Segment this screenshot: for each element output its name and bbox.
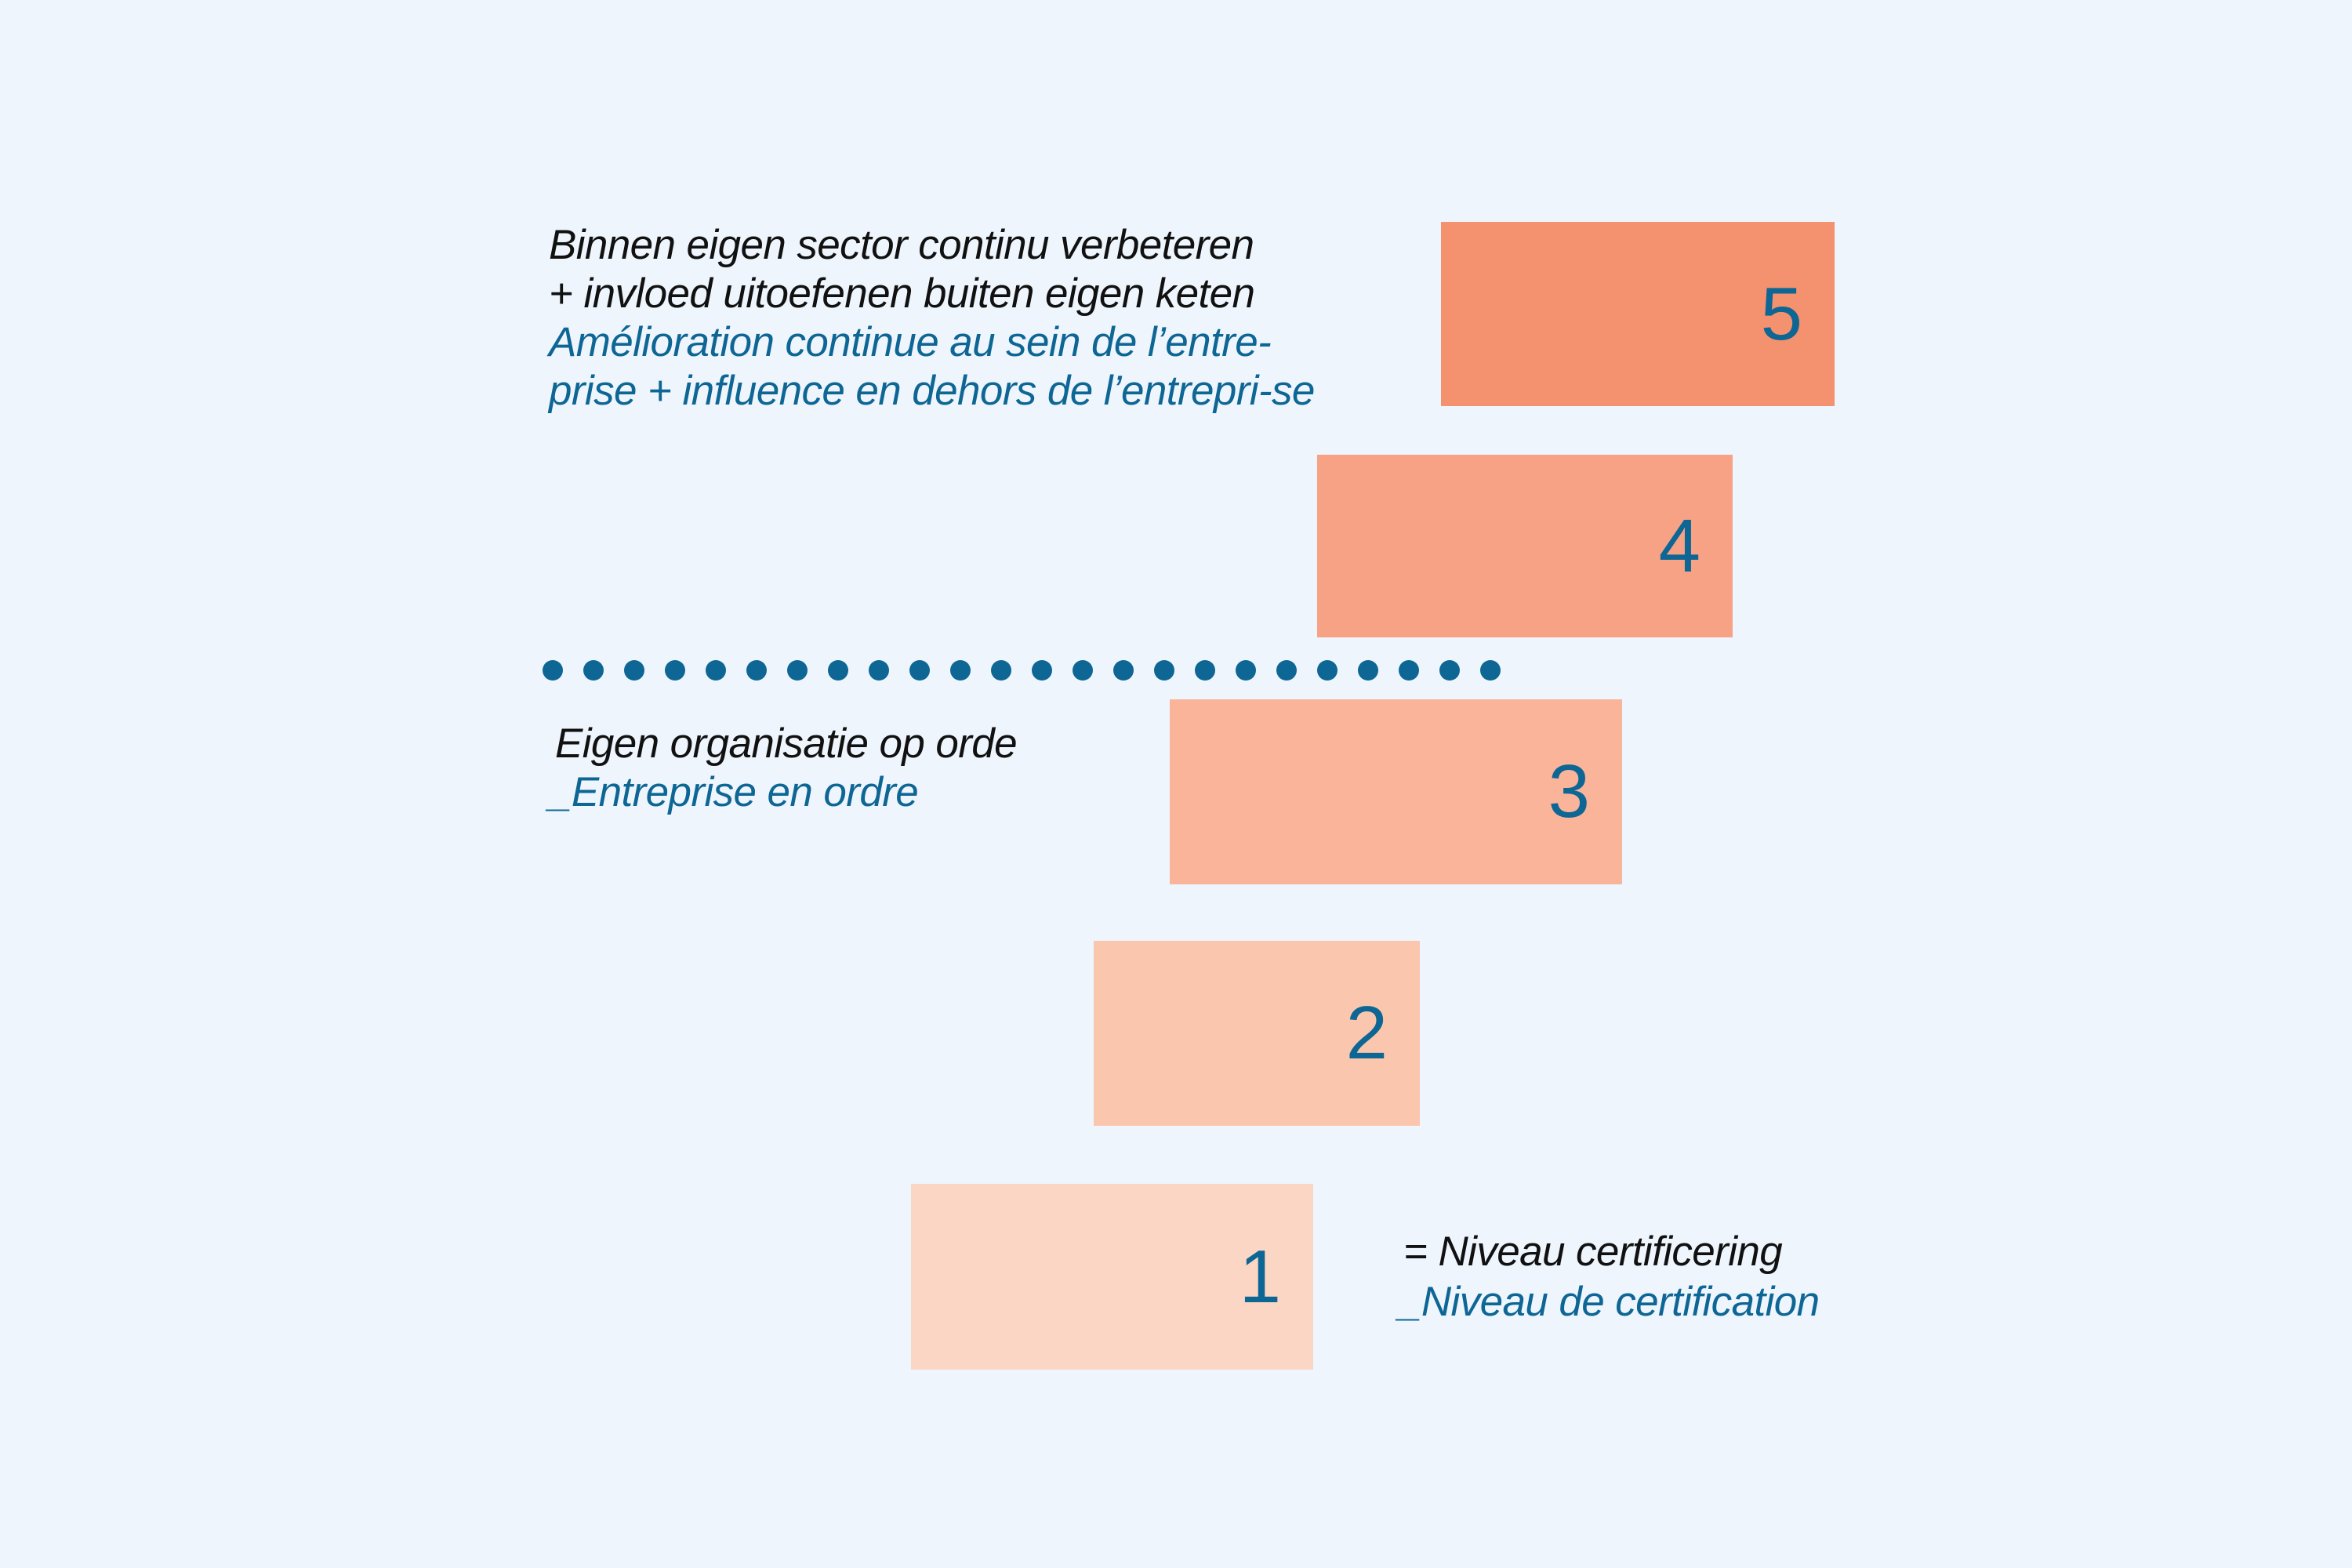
- separator-dot: [665, 660, 685, 681]
- separator-dot: [1195, 660, 1215, 681]
- separator-dot: [706, 660, 726, 681]
- separator-dot: [1439, 660, 1460, 681]
- separator-dot: [869, 660, 889, 681]
- separator-dot: [1317, 660, 1338, 681]
- separator-dot: [991, 660, 1011, 681]
- bar-level-3-number: 3: [1548, 750, 1590, 833]
- separator-dot: [1236, 660, 1256, 681]
- upper-tier-label: Binnen eigen sector continu verbeteren +…: [549, 221, 1325, 416]
- upper-tier-label-nl-line1: Binnen eigen sector continu verbeteren: [549, 222, 1254, 268]
- separator-dot: [828, 660, 848, 681]
- separator-dot: [624, 660, 644, 681]
- separator-dot: [1480, 660, 1501, 681]
- lower-tier-label: Eigen organisatie op orde _Entreprise en…: [549, 720, 1018, 817]
- legend-nl-label: = Niveau certificering: [1403, 1229, 1783, 1275]
- separator-dot: [909, 660, 930, 681]
- separator-dot: [950, 660, 971, 681]
- dotted-separator: [543, 660, 1867, 681]
- legend-fr-label: _Niveau de certification: [1399, 1278, 1820, 1325]
- separator-dot: [1399, 660, 1419, 681]
- lower-tier-label-nl: Eigen organisatie op orde: [555, 720, 1018, 767]
- bar-level-5[interactable]: 5: [1441, 222, 1835, 406]
- separator-dot: [1032, 660, 1052, 681]
- separator-dot: [1276, 660, 1297, 681]
- separator-dot: [1113, 660, 1134, 681]
- upper-tier-label-nl-line2: + invloed uitoefenen buiten eigen keten: [549, 270, 1255, 317]
- upper-tier-label-fr: Amélioration continue au sein de l’entre…: [549, 319, 1315, 414]
- separator-dot: [1073, 660, 1093, 681]
- bar-level-4[interactable]: 4: [1317, 455, 1733, 637]
- separator-dot: [787, 660, 808, 681]
- bar-level-1-number: 1: [1239, 1234, 1281, 1319]
- bar-level-2[interactable]: 2: [1094, 941, 1420, 1126]
- bar-level-2-number: 2: [1345, 991, 1388, 1075]
- bar-level-1[interactable]: 1: [911, 1184, 1313, 1370]
- bar-level-5-number: 5: [1760, 271, 1802, 356]
- bar-level-3[interactable]: 3: [1170, 699, 1622, 884]
- separator-dot: [1358, 660, 1378, 681]
- bar-level-4-number: 4: [1658, 503, 1700, 588]
- separator-dot: [746, 660, 767, 681]
- separator-dot: [543, 660, 563, 681]
- lower-tier-label-fr: _Entreprise en ordre: [549, 769, 919, 815]
- separator-dot: [583, 660, 604, 681]
- separator-dot: [1154, 660, 1174, 681]
- legend: = Niveau certificering _Niveau de certif…: [1399, 1227, 1820, 1327]
